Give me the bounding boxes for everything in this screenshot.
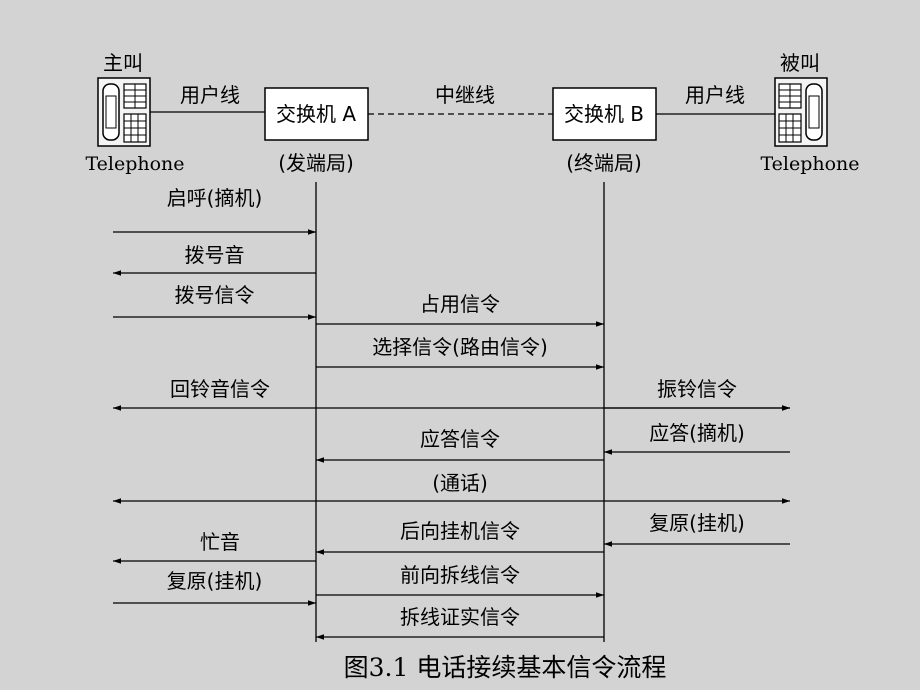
caller-telephone-icon xyxy=(97,77,151,147)
caller-telephone-label: Telephone xyxy=(85,153,184,175)
figure-caption: 图3.1 电话接续基本信令流程 xyxy=(344,653,667,682)
exchange-b-role: (终端局) xyxy=(566,151,642,175)
callee-telephone-label: Telephone xyxy=(760,153,859,175)
exchange-a-label: 交换机 A xyxy=(276,102,356,126)
exchange-a-box xyxy=(264,87,369,141)
signal-label-clear-forward: 前向拆线信令 xyxy=(400,563,520,587)
signal-label-clear-back: 后向挂机信令 xyxy=(400,519,520,543)
signal-label-talk: (通话) xyxy=(432,471,488,495)
exchange-b-box xyxy=(552,87,657,141)
signal-label-dial-tone: 拨号音 xyxy=(185,243,245,267)
signal-label-ringing: 振铃信令 xyxy=(657,377,737,401)
signal-label-caller-onhook: 复原(挂机) xyxy=(167,569,263,593)
user-line-left-label: 用户线 xyxy=(180,83,240,107)
user-line-right-label: 用户线 xyxy=(685,83,745,107)
signal-label-seize: 占用信令 xyxy=(420,292,500,316)
signal-label-dial-signal: 拨号信令 xyxy=(175,283,255,307)
signal-label-answer-signal: 应答信令 xyxy=(420,427,500,451)
signal-label-callee-onhook: 复原(挂机) xyxy=(649,511,745,535)
signal-label-offhook: 启呼(摘机) xyxy=(167,186,263,210)
exchange-a-role: (发端局) xyxy=(278,151,354,175)
callee-telephone-icon xyxy=(774,77,828,147)
exchange-b-label: 交换机 B xyxy=(564,102,644,126)
signal-label-release-guard: 拆线证实信令 xyxy=(400,605,520,629)
signal-label-select: 选择信令(路由信令) xyxy=(372,335,548,359)
callee-label: 被叫 xyxy=(780,51,820,75)
caller-label: 主叫 xyxy=(103,51,143,75)
signal-label-busy-tone: 忙音 xyxy=(200,530,240,554)
signal-label-answer-offhook: 应答(摘机) xyxy=(649,421,745,445)
trunk-label: 中继线 xyxy=(435,83,495,107)
signal-label-ringback: 回铃音信令 xyxy=(170,377,270,401)
